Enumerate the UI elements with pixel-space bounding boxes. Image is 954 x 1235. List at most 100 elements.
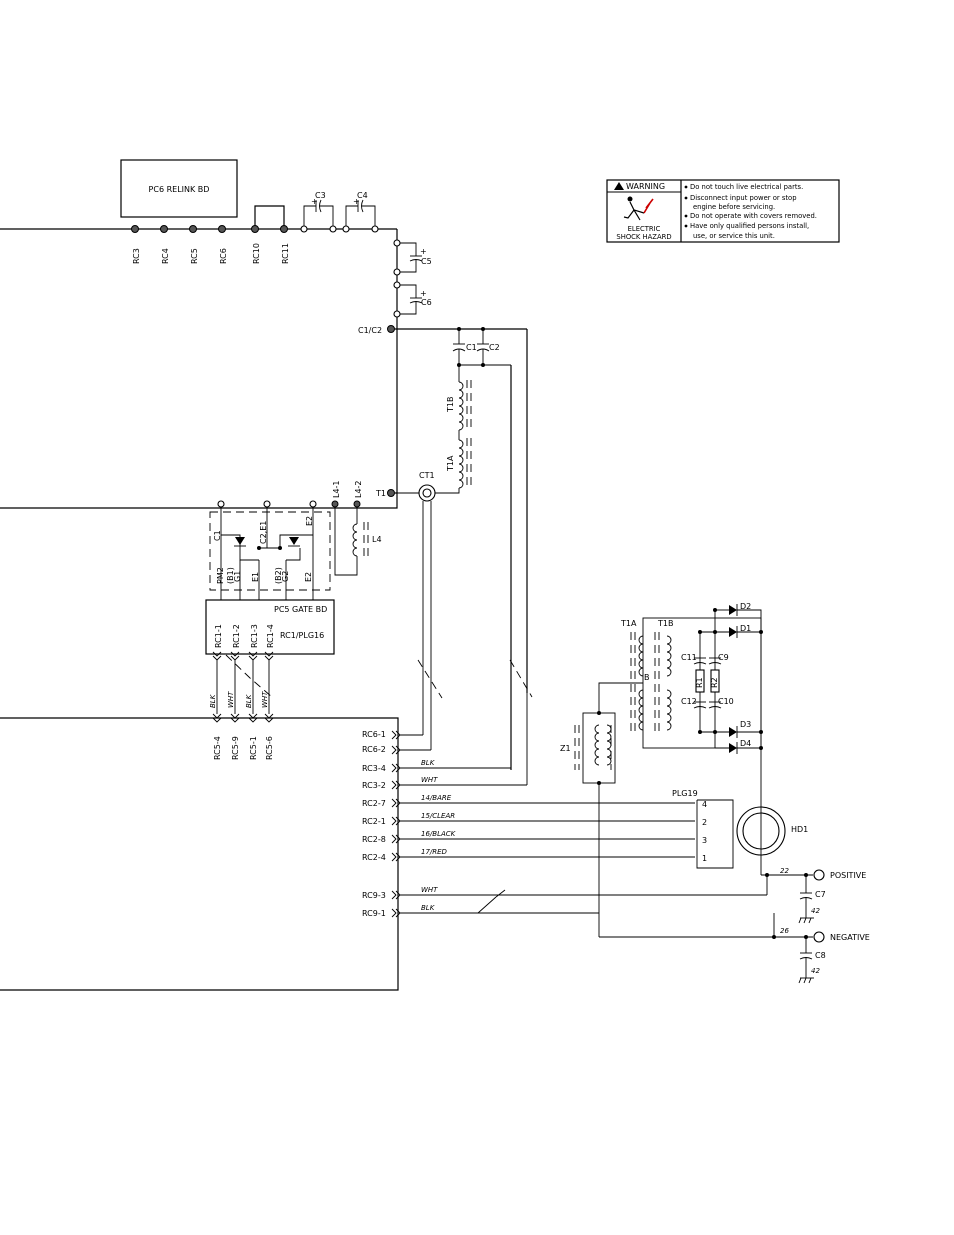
t1b-label: T1B	[446, 397, 455, 413]
out-t1a-label: T1A	[620, 619, 637, 628]
mid-bus	[0, 492, 398, 509]
rc5-wire-3: BLK	[245, 693, 253, 708]
wire-wht: WHT	[421, 776, 438, 784]
t1a-label: T1A	[446, 455, 455, 472]
gate-pin-1: RC1-1	[214, 624, 223, 648]
electric-shock-icon	[623, 196, 654, 221]
conn-rc3-2: RC3-2	[362, 781, 386, 790]
pin-label-rc5: RC5	[190, 248, 199, 264]
relink-pins: RC3 RC4 RC5 RC6 RC10 RC11	[131, 225, 290, 264]
gate-pin-2: RC1-2	[232, 624, 241, 648]
c3-terminal-b	[329, 225, 337, 233]
wire-blk-neg: BLK	[421, 904, 436, 912]
inductor-l4: L4-1 L4-2 L4	[331, 480, 382, 576]
pin-label-rc6: RC6	[219, 248, 228, 264]
res-r1: R1	[695, 677, 704, 688]
pm2-c2e1: C2,E1	[259, 521, 268, 544]
rc5-wire-2: WHT	[227, 691, 235, 708]
pin-rc4	[160, 225, 168, 233]
warning-line-2: Disconnect input power or stop	[690, 194, 797, 202]
rc5-wire-1: BLK	[209, 693, 217, 708]
cap-c11: C11	[681, 653, 697, 662]
gate-pin-4: RC1-4	[266, 624, 275, 648]
c6-label: C6	[421, 298, 432, 307]
ground-42-pos: 42	[811, 907, 820, 915]
gate-board-connector: RC1/PLG16	[280, 631, 324, 640]
conn-rc6-1: RC6-1	[362, 730, 386, 739]
l4-tap-2: L4-2	[354, 480, 363, 498]
cap-c9: C9	[718, 653, 729, 662]
warning-header: WARNING	[626, 182, 665, 191]
wire-blk: BLK	[421, 759, 436, 767]
warning-label: WARNING ELECTRIC SHOCK HAZARD Do not tou…	[606, 179, 840, 243]
rc5-pin-6: RC5-6	[265, 736, 274, 760]
main-transformer: T1B T1A	[427, 363, 472, 494]
pm2-c1: C1	[213, 530, 222, 541]
svg-text:+: +	[420, 247, 427, 256]
svg-text:+: +	[311, 197, 318, 206]
pm2-g1: G1	[233, 571, 242, 582]
rc5-pin-4: RC5-4	[213, 736, 222, 760]
right-capacitors: + C5 + C6	[393, 239, 432, 318]
l4-tap-1: L4-1	[332, 480, 341, 498]
warning-triangle-icon	[614, 182, 624, 190]
relink-board: PC6 RELINK BD	[120, 159, 238, 218]
svg-text:+: +	[353, 197, 360, 206]
ground-42-neg: 42	[811, 967, 820, 975]
conn-rc2-8: RC2-8	[362, 835, 386, 844]
warning-line-4: Do not operate with covers removed.	[690, 212, 817, 220]
rc5-pin-1: RC5-1	[249, 736, 258, 760]
pm2-outline	[209, 511, 331, 591]
ct1-label: CT1	[419, 471, 435, 480]
wire-wht-pos: WHT	[421, 886, 438, 894]
pin-rc5	[189, 225, 197, 233]
wire-17-red: 17/RED	[421, 848, 448, 856]
plg19-pin-3: 3	[702, 836, 707, 845]
gate-board-label: PC5 GATE BD	[274, 605, 327, 614]
conn-rc9-3: RC9-3	[362, 891, 386, 900]
pm2-b2: (B2)	[274, 567, 283, 584]
l4-label: L4	[372, 535, 382, 544]
t1-label: T1	[375, 489, 386, 498]
lower-bus	[0, 717, 399, 991]
warning-line-1: Do not touch live electrical parts.	[690, 183, 803, 191]
diode-d3: D3	[740, 720, 751, 729]
gate-board-outline	[205, 599, 335, 655]
conn-rc9-1: RC9-1	[362, 909, 386, 918]
c4-terminal-a	[342, 225, 350, 233]
warning-line-6: use, or service this unit.	[693, 232, 775, 240]
rc5-pin-9: RC5-9	[231, 736, 240, 760]
t1-terminal	[387, 489, 395, 497]
wire-26: 26	[780, 927, 789, 935]
plg19-label: PLG19	[672, 789, 698, 798]
harness-wires: BLK WHT 14/BARE 15/CLEAR 16/BLACK 17/RED…	[400, 659, 767, 914]
choke-z1: Z1	[560, 711, 813, 938]
cap-c12: C12	[681, 697, 697, 706]
rc10-rc11-jumper	[254, 205, 285, 229]
negative-terminal	[813, 931, 825, 943]
plg19-pin-1: 1	[702, 854, 707, 863]
rc5-wire-4: WHT	[261, 691, 269, 708]
pin-label-rc3: RC3	[132, 248, 141, 264]
out-t1b-label: T1B	[657, 619, 673, 628]
positive-terminal	[813, 869, 825, 881]
c5-label: C5	[421, 257, 432, 266]
c4-terminal-b	[371, 225, 379, 233]
plg19-pin-2: 2	[702, 818, 707, 827]
out-tap-b: B	[644, 673, 650, 682]
pin-label-rc10: RC10	[252, 243, 261, 264]
pin-label-rc11: RC11	[281, 243, 290, 264]
wire-15-clear: 15/CLEAR	[421, 812, 455, 820]
pin-rc11	[280, 225, 288, 233]
cap-c10: C10	[718, 697, 734, 706]
pin-rc6	[218, 225, 226, 233]
pm2-b1: (B1)	[226, 567, 235, 584]
plg19-pin-4: 4	[702, 800, 707, 809]
conn-rc2-7: RC2-7	[362, 799, 386, 808]
input-capacitors: C1 C2	[452, 327, 512, 770]
conn-rc2-1: RC2-1	[362, 817, 386, 826]
conn-rc2-4: RC2-4	[362, 853, 386, 862]
wire-22: 22	[780, 867, 789, 875]
warning-line-3: engine before servicing.	[693, 203, 775, 211]
